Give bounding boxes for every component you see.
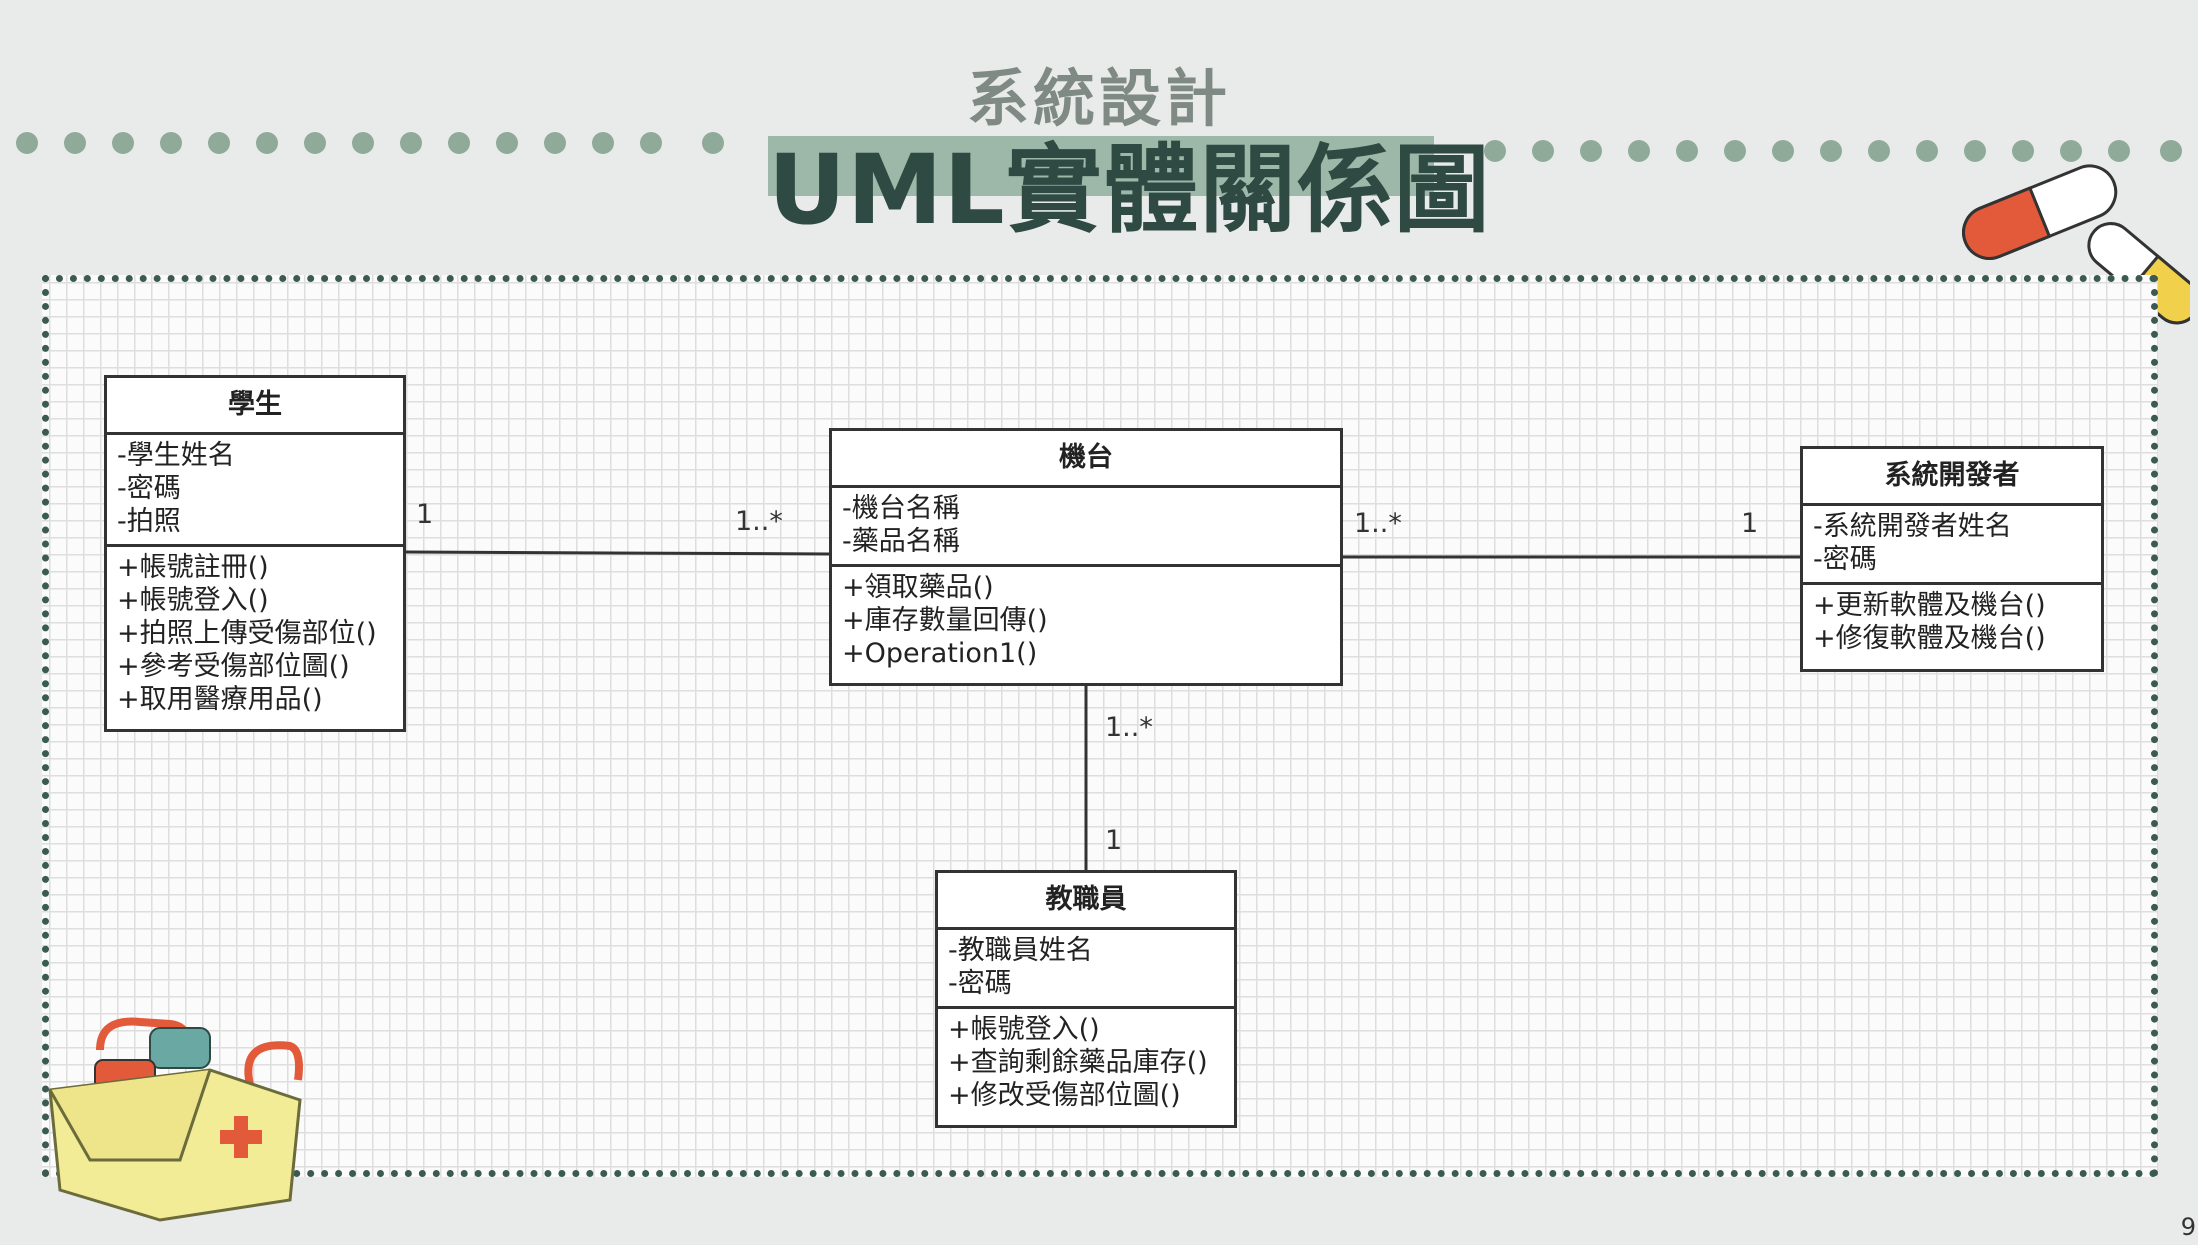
attribute: -密碼: [948, 968, 1012, 999]
method: +庫存數量回傳(): [842, 605, 1048, 636]
method: +帳號登入(): [117, 585, 269, 616]
attribute: -拍照: [117, 506, 181, 537]
class-developer-attributes: -系統開發者姓名 -密碼: [1803, 506, 2101, 582]
class-student-name: 學生: [107, 378, 403, 435]
class-developer-name: 系統開發者: [1803, 449, 2101, 506]
first-aid-kit-icon: [48, 1017, 303, 1222]
method: +更新軟體及機台(): [1813, 590, 2046, 621]
left-dot-row: [16, 132, 728, 154]
method: +取用醫療用品(): [117, 684, 323, 715]
attribute: -系統開發者姓名: [1813, 511, 2012, 542]
class-student-attributes: -學生姓名 -密碼 -拍照: [107, 435, 403, 544]
class-machine-methods: +領取藥品() +庫存數量回傳() +Operation1(): [832, 564, 1340, 676]
attribute: -藥品名稱: [842, 526, 960, 557]
class-developer-methods: +更新軟體及機台() +修復軟體及機台(): [1803, 582, 2101, 661]
class-staff-attributes: -教職員姓名 -密碼: [938, 930, 1234, 1006]
class-developer[interactable]: 系統開發者 -系統開發者姓名 -密碼 +更新軟體及機台() +修復軟體及機台(): [1800, 446, 2104, 672]
attribute: -機台名稱: [842, 493, 960, 524]
class-machine-name: 機台: [832, 431, 1340, 488]
method: +Operation1(): [842, 638, 1038, 669]
attribute: -密碼: [1813, 544, 1877, 575]
method: +帳號登入(): [948, 1014, 1100, 1045]
association-student-machine: [405, 550, 831, 556]
right-dot-row: [1484, 140, 2196, 162]
class-machine[interactable]: 機台 -機台名稱 -藥品名稱 +領取藥品() +庫存數量回傳() +Operat…: [829, 428, 1343, 686]
class-student[interactable]: 學生 -學生姓名 -密碼 -拍照 +帳號註冊() +帳號登入() +拍照上傳受傷…: [104, 375, 406, 732]
multiplicity-machine-to-student: 1..*: [735, 506, 783, 537]
method: +修復軟體及機台(): [1813, 623, 2046, 654]
method: +帳號註冊(): [117, 552, 269, 583]
attribute: -教職員姓名: [948, 935, 1093, 966]
class-staff[interactable]: 教職員 -教職員姓名 -密碼 +帳號登入() +查詢剩餘藥品庫存() +修改受傷…: [935, 870, 1237, 1128]
class-staff-name: 教職員: [938, 873, 1234, 930]
page-number: 9: [2180, 1213, 2196, 1241]
slide-title: UML實體關係圖: [768, 134, 1491, 246]
multiplicity-staff-side: 1: [1105, 825, 1123, 856]
class-student-methods: +帳號註冊() +帳號登入() +拍照上傳受傷部位() +參考受傷部位圖() +…: [107, 544, 403, 722]
method: +參考受傷部位圖(): [117, 651, 350, 682]
class-machine-attributes: -機台名稱 -藥品名稱: [832, 488, 1340, 564]
multiplicity-student-side: 1: [416, 499, 434, 530]
title-highlight: [768, 136, 1434, 196]
method: +修改受傷部位圖(): [948, 1080, 1181, 1111]
multiplicity-developer-side: 1: [1741, 508, 1759, 539]
attribute: -密碼: [117, 473, 181, 504]
slide-subtitle: 系統設計: [966, 62, 1231, 135]
title-block: UML實體關係圖: [768, 118, 1490, 246]
method: +拍照上傳受傷部位(): [117, 618, 377, 649]
method: +領取藥品(): [842, 572, 994, 603]
class-staff-methods: +帳號登入() +查詢剩餘藥品庫存() +修改受傷部位圖(): [938, 1006, 1234, 1118]
attribute: -學生姓名: [117, 440, 235, 471]
method: +查詢剩餘藥品庫存(): [948, 1047, 1208, 1078]
multiplicity-machine-to-staff: 1..*: [1105, 712, 1153, 743]
multiplicity-machine-to-developer: 1..*: [1354, 508, 1402, 539]
